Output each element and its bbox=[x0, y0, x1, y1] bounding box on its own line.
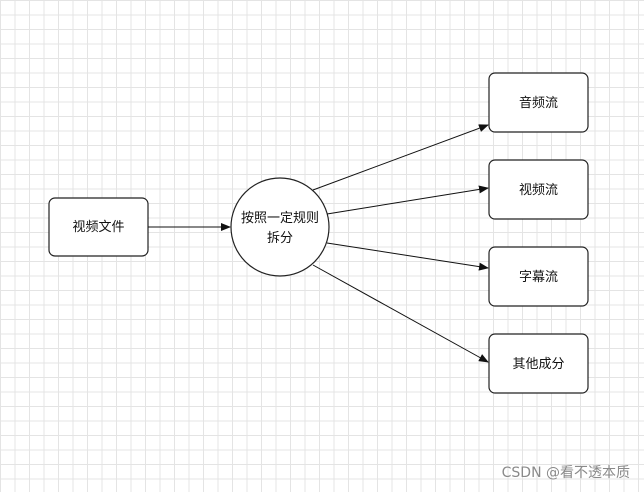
source-node-label: 视频文件 bbox=[72, 220, 124, 235]
output-node-2[interactable]: 视频流 bbox=[488, 159, 589, 220]
edge-process-to-output-4 bbox=[312, 264, 489, 363]
output-node-3[interactable]: 字幕流 bbox=[488, 246, 589, 307]
watermark: CSDN @看不透本质 bbox=[501, 465, 630, 481]
output-node-2-label: 视频流 bbox=[519, 183, 558, 198]
edge-process-to-output-1 bbox=[312, 124, 489, 191]
process-node[interactable]: 按照一定规则 拆分 bbox=[230, 177, 330, 277]
output-node-3-label: 字幕流 bbox=[519, 270, 558, 285]
edge-process-to-output-2 bbox=[326, 185, 489, 215]
output-node-1[interactable]: 音频流 bbox=[488, 72, 589, 133]
source-node[interactable]: 视频文件 bbox=[48, 197, 149, 257]
output-node-1-label: 音频流 bbox=[519, 95, 558, 111]
edge-process-to-output-3 bbox=[326, 242, 489, 271]
output-node-4[interactable]: 其他成分 bbox=[488, 333, 589, 394]
output-node-4-label: 其他成分 bbox=[512, 357, 564, 372]
process-node-label-line2: 拆分 bbox=[267, 231, 293, 246]
process-node-label-line1: 按照一定规则 bbox=[241, 211, 319, 226]
